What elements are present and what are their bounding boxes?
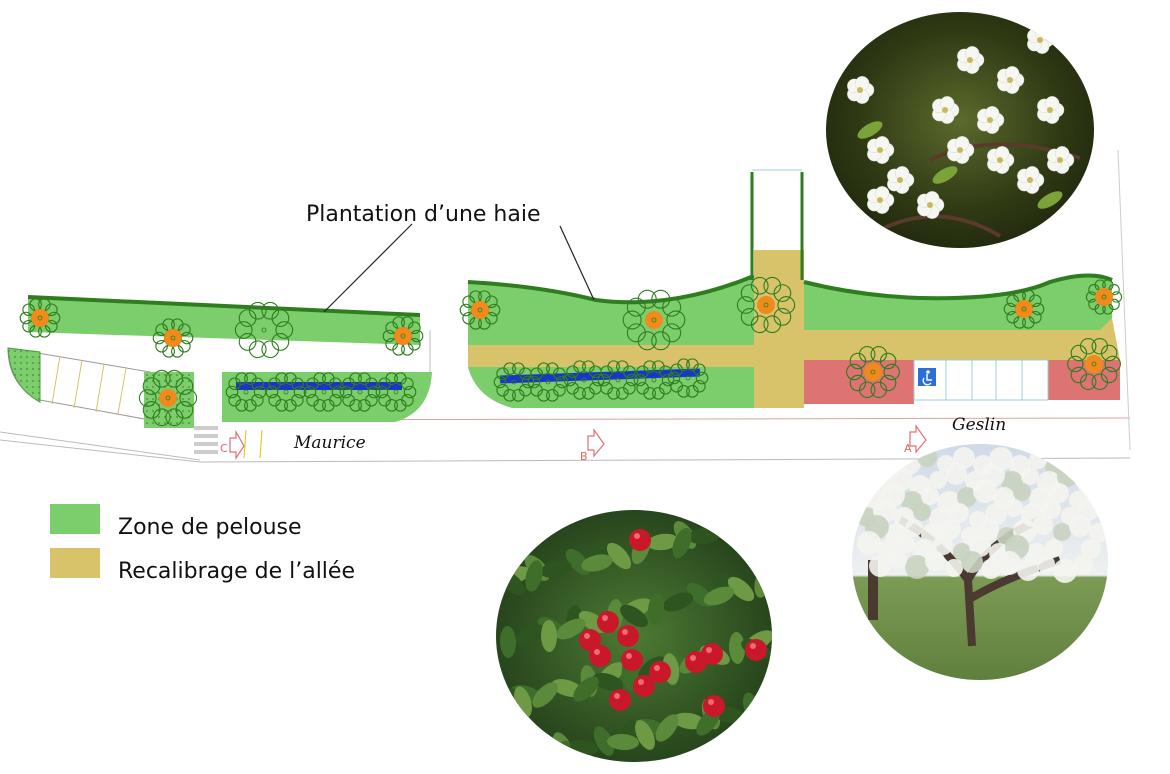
path-entrance-walls (750, 172, 804, 280)
tree-icon (265, 372, 307, 412)
lawn-zone (28, 297, 420, 345)
left-section (7, 295, 432, 459)
leader-line (559, 225, 595, 301)
tree-icon (138, 369, 198, 427)
path-zone (468, 345, 758, 367)
tree-icon (19, 298, 61, 338)
path-zone (804, 318, 1120, 360)
section-marker: C (220, 429, 245, 460)
lawn-zone (804, 275, 1112, 330)
dotted-lawn-zone (7, 347, 41, 403)
street-name-maurice: Maurice (293, 433, 366, 453)
crosswalk (194, 426, 218, 454)
apple-tree-fruit-photo (496, 510, 772, 762)
section-marker: A (904, 424, 927, 455)
tree-icon (527, 362, 569, 402)
tree-icon (597, 360, 639, 400)
section-marker: B (580, 428, 605, 463)
legend-label-lawn: Zone de pelouse (118, 515, 302, 540)
tree-group (19, 276, 1123, 427)
tree-icon (459, 290, 501, 330)
leader-line (323, 223, 413, 313)
tree-icon (234, 301, 294, 359)
tree-icon (303, 372, 345, 412)
tree-icon (622, 289, 686, 351)
svg-text:A: A (904, 442, 912, 455)
tree-icon (846, 345, 900, 399)
tree-icon (382, 316, 424, 356)
tree-icon (563, 360, 605, 400)
tree-icon (339, 372, 381, 412)
tree-icon (493, 362, 535, 402)
street-name-geslin: Geslin (952, 415, 1006, 435)
legend: Zone de pelouse Recalibrage de l’allée (50, 504, 355, 584)
svg-text:B: B (580, 450, 588, 463)
legend-label-path: Recalibrage de l’allée (118, 559, 355, 584)
svg-text:C: C (220, 442, 228, 455)
legend-swatch-path (50, 548, 100, 578)
pear-blossom-photo (826, 12, 1094, 248)
blossoming-fruit-tree-photo (852, 444, 1108, 680)
tree-icon (375, 372, 417, 412)
hedge-line (467, 274, 755, 305)
hedge-annotation-label: Plantation d’une haie (306, 202, 541, 227)
lawn-zone (468, 276, 754, 345)
tree-icon (152, 318, 194, 358)
hedge-line (803, 273, 1113, 301)
parking-spaces (913, 359, 1049, 401)
bike-strip (236, 382, 402, 390)
tree-icon (1067, 337, 1121, 391)
tree-icon (667, 358, 709, 398)
accessible-parking-icon (918, 368, 936, 386)
hedge-line (27, 295, 421, 317)
tree-icon (736, 276, 796, 334)
right-section (803, 273, 1120, 404)
middle-section (467, 169, 804, 408)
legend-swatch-lawn (50, 504, 100, 534)
tree-icon (1003, 289, 1045, 329)
tree-icon (1085, 279, 1123, 315)
